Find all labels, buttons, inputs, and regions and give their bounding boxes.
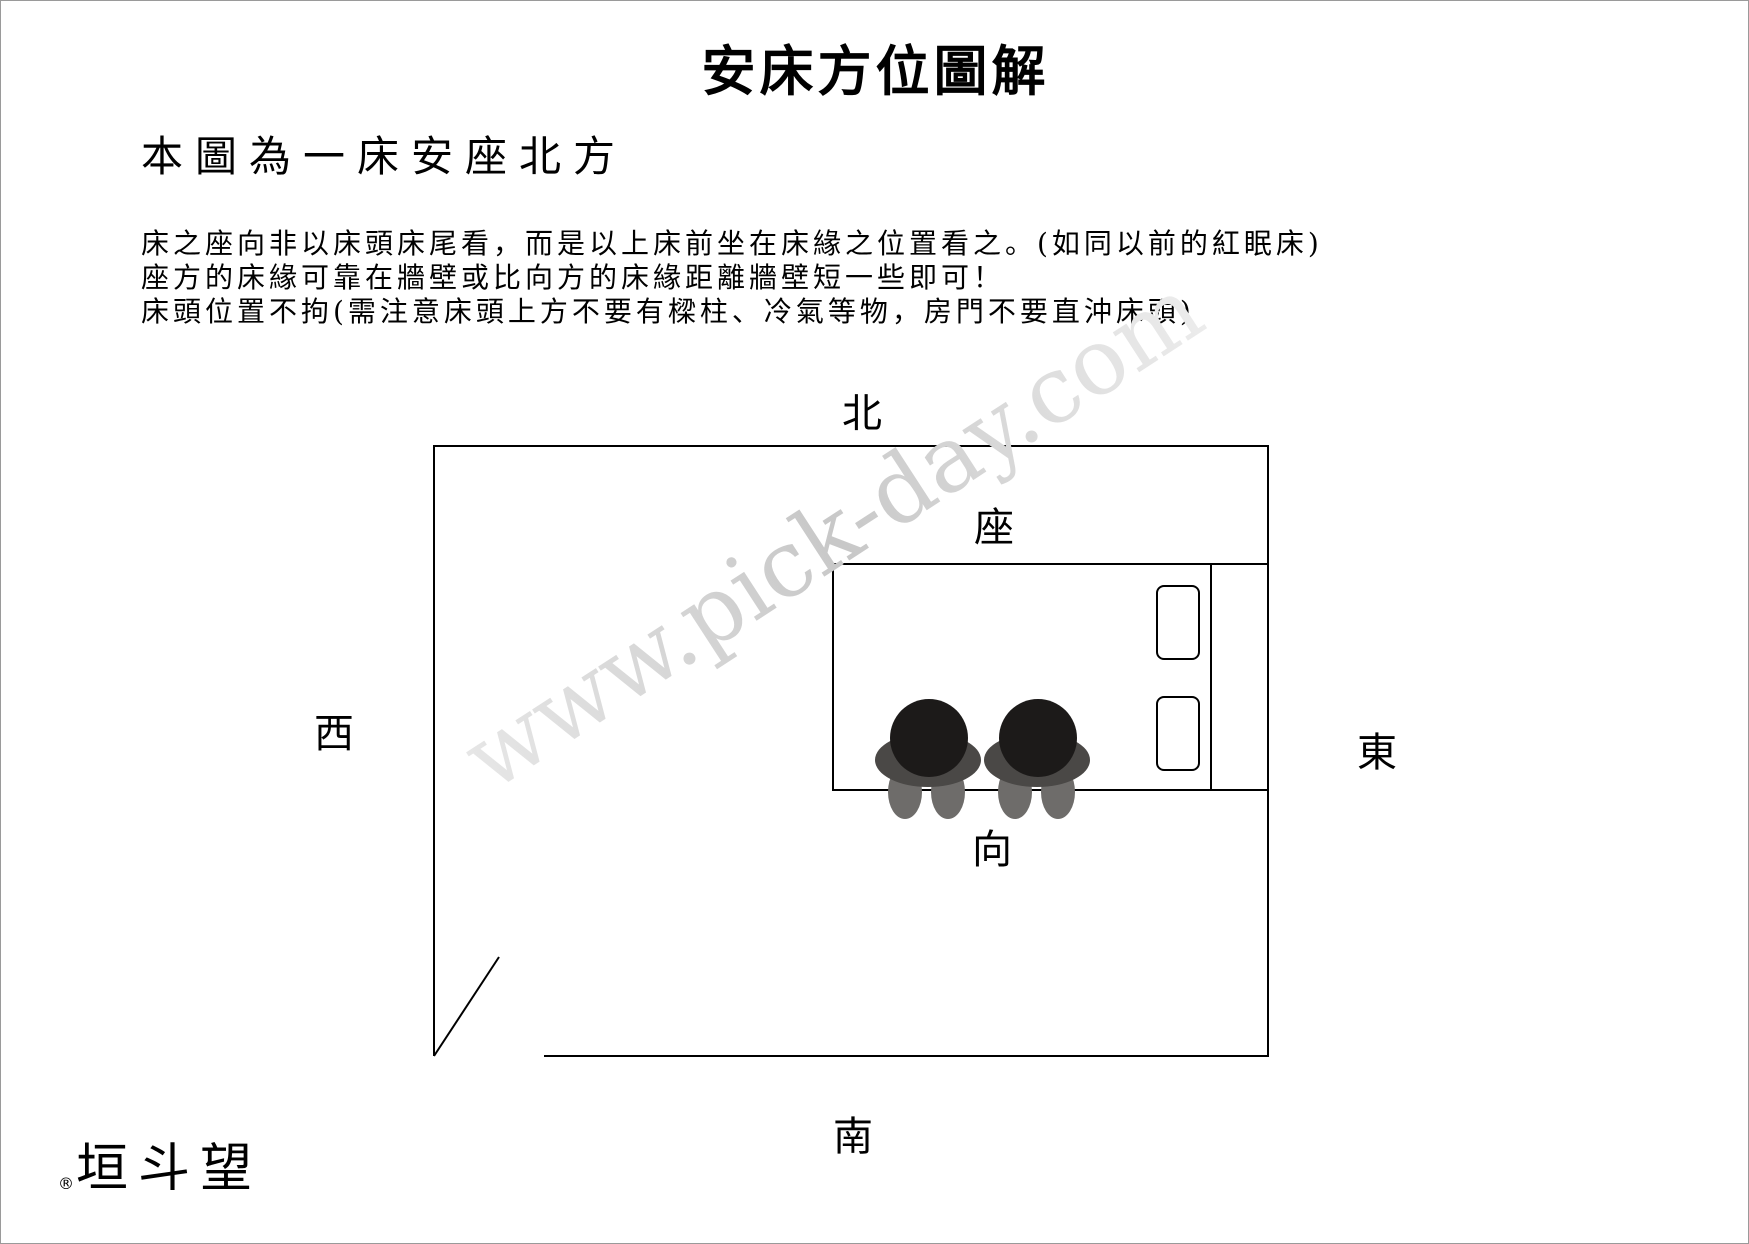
pillow-bottom xyxy=(1156,696,1200,771)
description-line-1: 床之座向非以床頭床尾看，而是以上床前坐在床緣之位置看之。(如同以前的紅眠床) xyxy=(141,227,1323,260)
person-left xyxy=(875,699,981,819)
registered-mark: ® xyxy=(58,1174,74,1193)
description-block: 床之座向非以床頭床尾看，而是以上床前坐在床緣之位置看之。(如同以前的紅眠床) 座… xyxy=(141,227,1323,329)
person-left-head xyxy=(890,699,968,777)
room-walls xyxy=(433,445,1269,1057)
description-line-3: 床頭位置不拘(需注意床頭上方不要有樑柱、冷氣等物，房門不要直沖床頭) xyxy=(141,295,1195,328)
door-swing-line xyxy=(433,956,500,1057)
seat-label: 座 xyxy=(974,505,1014,551)
direction-west-label: 西 xyxy=(314,711,354,757)
diagram-subtitle: 本圖為一床安座北方 xyxy=(141,132,628,181)
pillow-top xyxy=(1156,585,1200,660)
direction-north-label: 北 xyxy=(842,391,882,437)
page-title: 安床方位圖解 xyxy=(701,39,1050,103)
description-line-2: 座方的床緣可靠在牆壁或比向方的床緣距離牆壁短一些即可！ xyxy=(141,261,1006,294)
facing-label: 向 xyxy=(972,827,1012,873)
person-right xyxy=(984,699,1090,819)
brand-logo-text: 垣斗望 xyxy=(76,1139,263,1199)
room-wall-outline xyxy=(433,445,1269,1057)
direction-east-label: 東 xyxy=(1357,730,1397,776)
direction-south-label: 南 xyxy=(833,1114,873,1160)
person-right-head xyxy=(999,699,1077,777)
